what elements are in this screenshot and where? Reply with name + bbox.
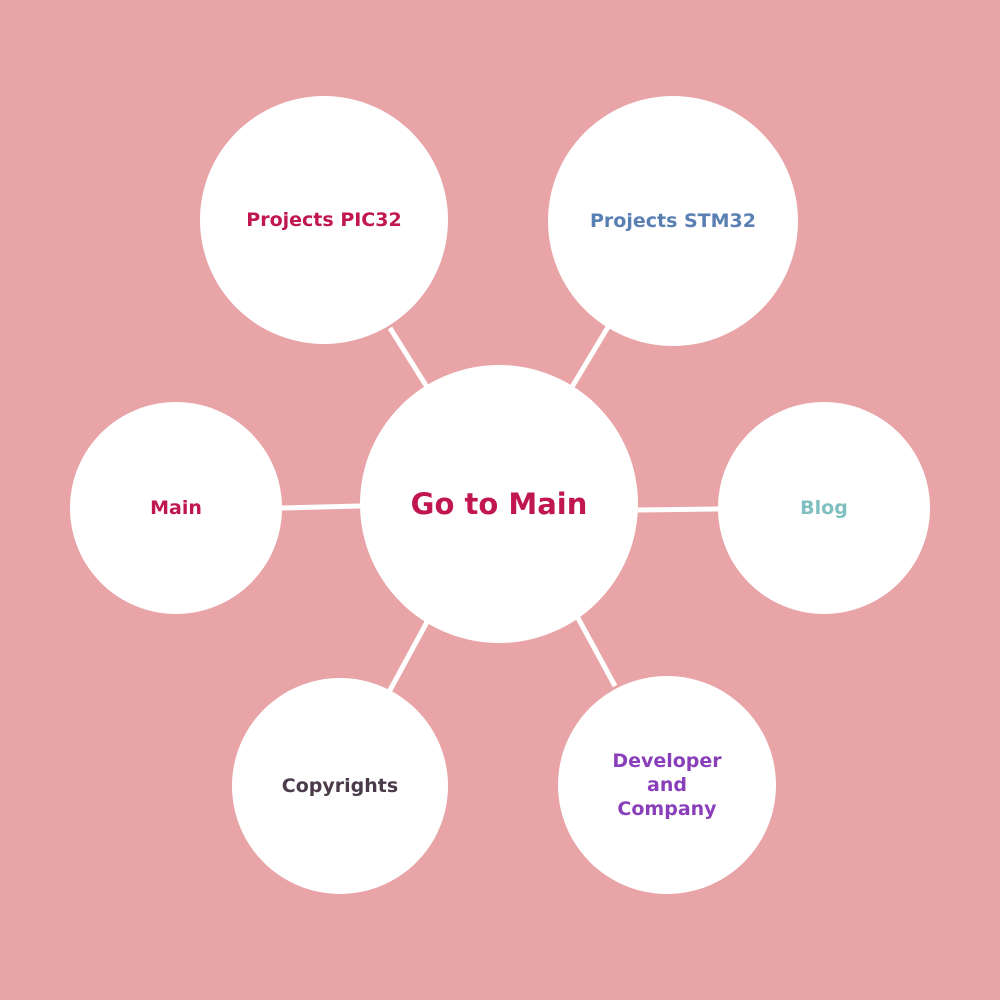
node-blog[interactable]: Blog [718,402,930,614]
node-projects-pic32[interactable]: Projects PIC32 [200,96,448,344]
node-developer-and-company-label: Developer and Company [612,750,722,820]
node-projects-pic32-label: Projects PIC32 [246,209,402,231]
node-main[interactable]: Main [70,402,282,614]
node-main-label: Main [150,497,202,519]
connector-blog [637,506,719,513]
connector-copyrights [386,620,430,694]
node-copyrights-label: Copyrights [281,775,399,797]
connector-pic32 [387,326,430,389]
node-go-to-main-label: Go to Main [410,487,588,521]
connector-stm32 [569,325,611,389]
node-projects-stm32[interactable]: Projects STM32 [548,96,798,346]
node-go-to-main[interactable]: Go to Main [360,365,638,643]
node-developer-and-company[interactable]: Developer and Company [558,676,776,894]
node-copyrights[interactable]: Copyrights [232,678,448,894]
connector-developer [575,616,618,688]
connector-main [281,503,361,511]
node-blog-label: Blog [800,497,848,519]
node-projects-stm32-label: Projects STM32 [589,210,756,232]
